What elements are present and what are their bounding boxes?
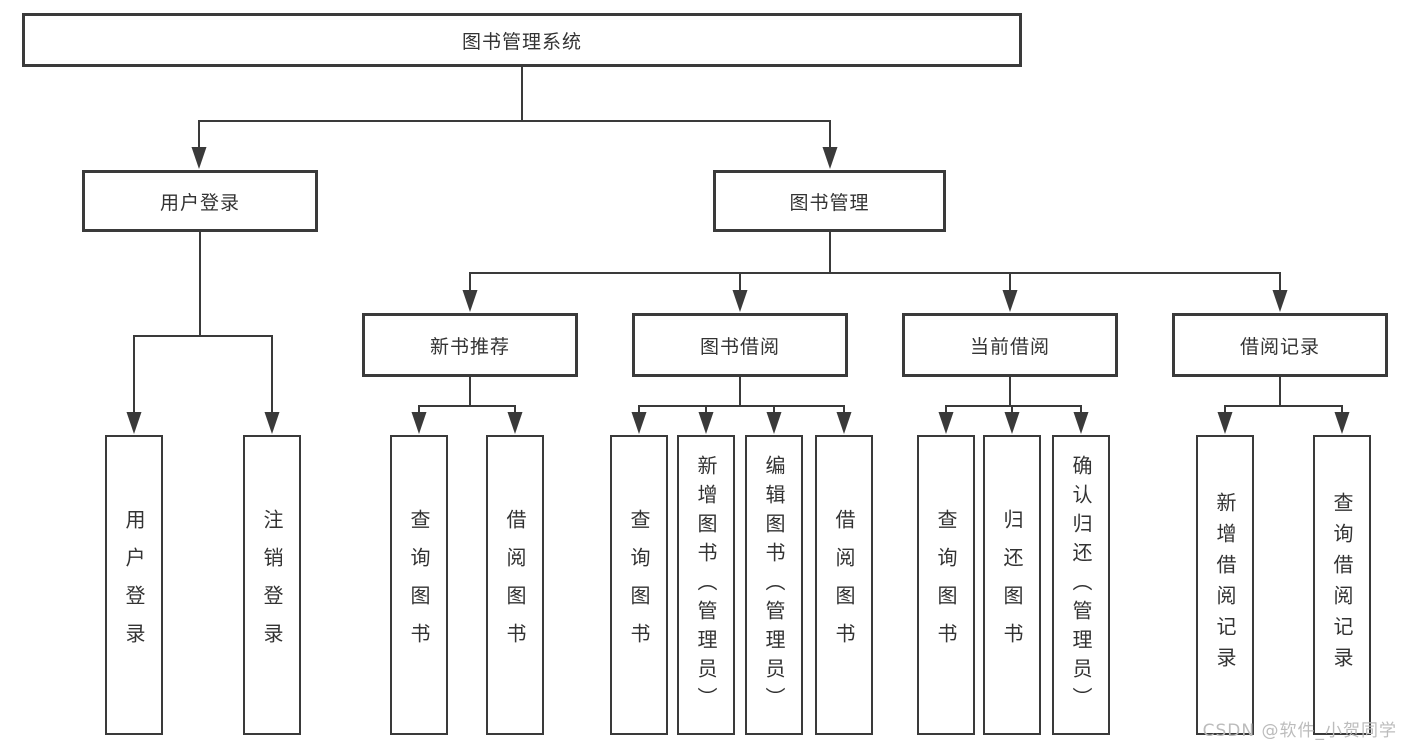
node-label: 借阅图书 <box>832 509 856 661</box>
node-library-management-system: 图书管理系统 <box>22 13 1022 67</box>
node-label: 新增图书（管理员） <box>694 454 718 716</box>
node-label: 图书管理 <box>789 191 870 214</box>
node-logout-login: 注销登录 <box>243 435 301 735</box>
csdn-watermark: CSDN @软件_小贺同学 <box>1202 721 1397 741</box>
node-label: 查询图书 <box>934 509 958 661</box>
node-user-login: 用户登录 <box>105 435 163 735</box>
node-label: 编辑图书（管理员） <box>762 454 786 716</box>
node-label: 借阅记录 <box>1239 335 1320 358</box>
node-label: 注销登录 <box>260 509 284 661</box>
node-label: 图书借阅 <box>699 335 780 358</box>
node-new-book-recommend: 新书推荐 <box>362 313 578 377</box>
node-bb-edit-books-admin: 编辑图书（管理员） <box>745 435 803 735</box>
node-user-login-group: 用户登录 <box>82 170 318 232</box>
node-label: 新书推荐 <box>429 335 510 358</box>
node-cb-query-books: 查询图书 <box>917 435 975 735</box>
node-label: 查询图书 <box>407 509 431 661</box>
node-cb-return-books: 归还图书 <box>983 435 1041 735</box>
node-bb-add-books-admin: 新增图书（管理员） <box>677 435 735 735</box>
node-nbr-borrow-books: 借阅图书 <box>486 435 544 735</box>
node-label: 归还图书 <box>1000 509 1024 661</box>
node-borrow-records: 借阅记录 <box>1172 313 1388 377</box>
node-label: 用户登录 <box>159 191 240 214</box>
node-book-borrow: 图书借阅 <box>632 313 848 377</box>
node-br-add-record: 新增借阅记录 <box>1196 435 1254 735</box>
node-nbr-query-books: 查询图书 <box>390 435 448 735</box>
node-current-borrow: 当前借阅 <box>902 313 1118 377</box>
node-label: 借阅图书 <box>503 509 527 661</box>
node-br-query-record: 查询借阅记录 <box>1313 435 1371 735</box>
node-label: 确认归还（管理员） <box>1069 454 1093 716</box>
node-label: 新增借阅记录 <box>1213 492 1237 678</box>
node-book-management: 图书管理 <box>713 170 946 232</box>
node-label: 查询借阅记录 <box>1330 492 1354 678</box>
node-label: 用户登录 <box>122 509 146 661</box>
node-label: 当前借阅 <box>969 335 1050 358</box>
node-label: 查询图书 <box>627 509 651 661</box>
node-cb-confirm-return-admin: 确认归还（管理员） <box>1052 435 1110 735</box>
node-label: 图书管理系统 <box>461 30 582 53</box>
node-bb-borrow-books: 借阅图书 <box>815 435 873 735</box>
node-bb-query-books: 查询图书 <box>610 435 668 735</box>
